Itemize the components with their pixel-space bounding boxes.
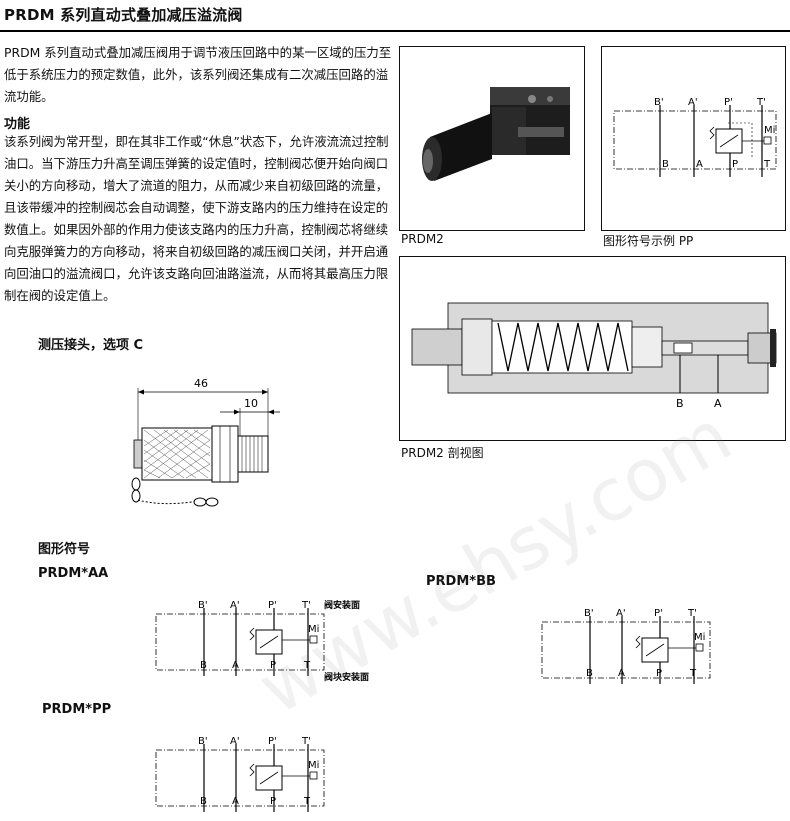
bb-port-a: A — [618, 668, 625, 679]
pp2-port-t: T — [303, 796, 311, 807]
port-label-p: P — [732, 159, 738, 170]
bb-port-b-top: B' — [584, 608, 594, 619]
section-port-a: A — [714, 397, 722, 410]
pp2-port-mi: Mi — [308, 760, 319, 771]
bb-port-a-top: A' — [616, 608, 626, 619]
dim-overall-label: 46 — [194, 377, 208, 390]
pp-label: PRDM*PP — [42, 702, 112, 717]
pp-small-symbol-diagram: B' A' P' T' Mi B A P T — [155, 736, 325, 812]
aa-port-p: P — [270, 660, 276, 671]
photo-caption: PRDM2 — [401, 232, 444, 246]
aa-symbol-diagram: B' A' P' T' Mi B A P T 阀安装面 阀块安装面 — [155, 599, 369, 683]
symbols-heading: 图形符号 — [38, 542, 91, 557]
function-paragraph: 该系列阀为常开型，即在其非工作或“休息”状态下，允许液流流过控制油口。当下游压力… — [4, 134, 389, 303]
aa-port-t: T — [303, 660, 311, 671]
pp-caption: 图形符号示例 PP — [603, 234, 694, 248]
section-view-frame: B A — [399, 256, 786, 441]
port-label-b: B — [662, 159, 669, 170]
title-rule — [0, 30, 790, 32]
pp2-port-a: A — [232, 796, 239, 807]
bb-port-p-top: P' — [654, 608, 663, 619]
aa-port-mi: Mi — [308, 624, 319, 635]
bb-symbol-diagram: B' A' P' T' Mi B A P T — [541, 608, 711, 684]
dim-thread-label: 10 — [244, 397, 258, 410]
test-port-drawing: 46 10 — [131, 377, 280, 507]
aa-port-a-top: A' — [230, 600, 240, 611]
pp-symbol-diagram: B' A' P' T' Mi B A P T — [613, 97, 777, 177]
aa-label: PRDM*AA — [38, 566, 109, 581]
pp2-port-p: P — [270, 796, 276, 807]
port-label-a-top: A' — [688, 97, 698, 108]
aa-port-a: A — [232, 660, 239, 671]
section-port-b: B — [676, 397, 684, 410]
product-photo-frame — [399, 46, 585, 231]
section-caption: PRDM2 剖视图 — [401, 446, 484, 460]
intro-paragraph: PRDM 系列直动式叠加减压阀用于调节液压回路中的某一区域的压力至低于系统压力的… — [4, 45, 392, 104]
bb-port-b: B — [586, 668, 593, 679]
port-label-b-top: B' — [654, 97, 664, 108]
aa-port-b: B — [200, 660, 207, 671]
bb-port-p: P — [656, 668, 662, 679]
port-label-mi: Mi — [764, 125, 775, 136]
bb-port-t-top: T' — [687, 608, 697, 619]
pp2-port-p-top: P' — [268, 736, 277, 747]
port-label-p-top: P' — [724, 97, 733, 108]
product-photo — [422, 87, 570, 181]
section-view-drawing: B A — [411, 302, 777, 410]
port-label-t-top: T' — [756, 97, 766, 108]
pp-symbol-frame: B' A' P' T' Mi B A P T — [601, 46, 786, 231]
aa-port-b-top: B' — [198, 600, 208, 611]
page-title: PRDM 系列直动式叠加减压溢流阀 — [4, 6, 243, 24]
pp2-port-t-top: T' — [301, 736, 311, 747]
test-port-heading: 测压接头，选项 C — [38, 338, 144, 353]
port-label-a: A — [696, 159, 703, 170]
pp2-port-a-top: A' — [230, 736, 240, 747]
port-label-t: T — [763, 159, 771, 170]
bb-port-t: T — [689, 668, 697, 679]
valve-mount-face-label: 阀安装面 — [324, 599, 360, 611]
bb-port-mi: Mi — [694, 632, 705, 643]
pp2-port-b: B — [200, 796, 207, 807]
bb-label: PRDM*BB — [426, 574, 496, 589]
block-mount-face-label: 阀块安装面 — [324, 671, 369, 683]
function-heading: 功能 — [4, 117, 31, 132]
aa-port-t-top: T' — [301, 600, 311, 611]
pp2-port-b-top: B' — [198, 736, 208, 747]
aa-port-p-top: P' — [268, 600, 277, 611]
